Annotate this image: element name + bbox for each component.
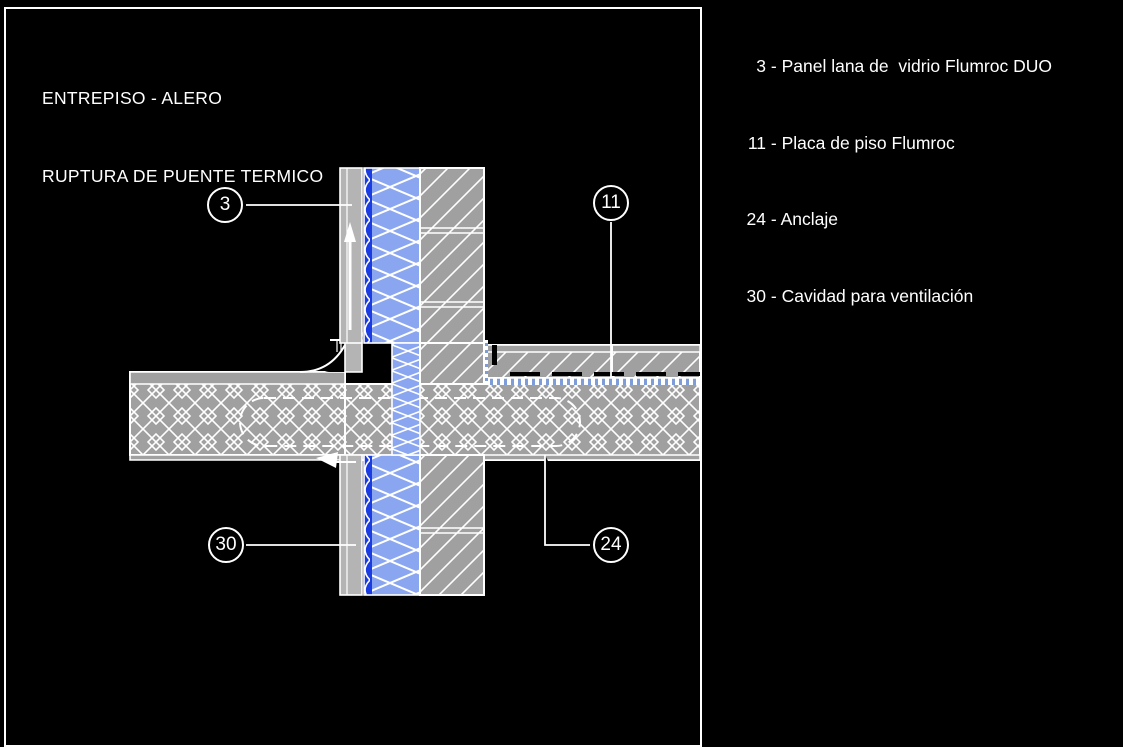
callout-bubble-11[interactable]: 11 bbox=[593, 185, 629, 221]
legend-number-24: 24 bbox=[746, 209, 766, 229]
legend-item-11: 11 - Placa de piso Flumroc bbox=[740, 131, 1052, 157]
callout-bubble-3[interactable]: 3 bbox=[207, 187, 243, 223]
legend-sep-3: - bbox=[770, 56, 777, 76]
legend-item-24: 24 - Anclaje bbox=[740, 207, 1052, 233]
legend-number-3: 3 bbox=[756, 56, 766, 76]
legend-label-11: Placa de piso Flumroc bbox=[781, 132, 955, 153]
legend-label-30: Cavidad para ventilación bbox=[781, 285, 974, 306]
leader-line-24 bbox=[544, 455, 590, 546]
legend-item-3: 3 - Panel lana de vidrio Flumroc DUO bbox=[740, 54, 1052, 80]
airflow-arrow-diagonal bbox=[316, 452, 356, 468]
legend-label-24: Anclaje bbox=[780, 209, 839, 229]
anchor-dashes bbox=[510, 372, 700, 376]
legend-sep-30: - bbox=[770, 285, 777, 306]
legend-item-30: 30 - Cavidad para ventilación bbox=[740, 284, 1052, 310]
legend-label-3: Panel lana de vidrio Flumroc DUO bbox=[781, 56, 1052, 76]
drawing-title-block: ENTREPISO - ALERO RUPTURA DE PUENTE TERM… bbox=[42, 33, 323, 241]
airflow-arrow-up bbox=[344, 222, 356, 330]
callout-bubble-30[interactable]: 30 bbox=[208, 527, 244, 563]
legend-number-11: 11 bbox=[747, 132, 766, 153]
legend-sep-24: - bbox=[770, 209, 777, 229]
glass-wool-insulation-panel bbox=[363, 167, 421, 596]
legend-sep-11: - bbox=[770, 132, 777, 153]
ventilation-cavity-outline bbox=[239, 397, 581, 447]
title-line-2: RUPTURA DE PUENTE TERMICO bbox=[42, 166, 324, 186]
soffit-slab-left bbox=[129, 371, 346, 456]
floor-plate-right bbox=[486, 344, 701, 385]
title-line-1: ENTREPISO - ALERO bbox=[42, 88, 223, 108]
legend-panel: 3 - Panel lana de vidrio Flumroc DUO 11 … bbox=[740, 3, 1052, 360]
callout-bubble-24[interactable]: 24 bbox=[593, 527, 629, 563]
leader-lines bbox=[246, 204, 612, 546]
legend-number-30: 30 bbox=[746, 285, 766, 306]
interior-masonry-leaf bbox=[419, 167, 485, 596]
